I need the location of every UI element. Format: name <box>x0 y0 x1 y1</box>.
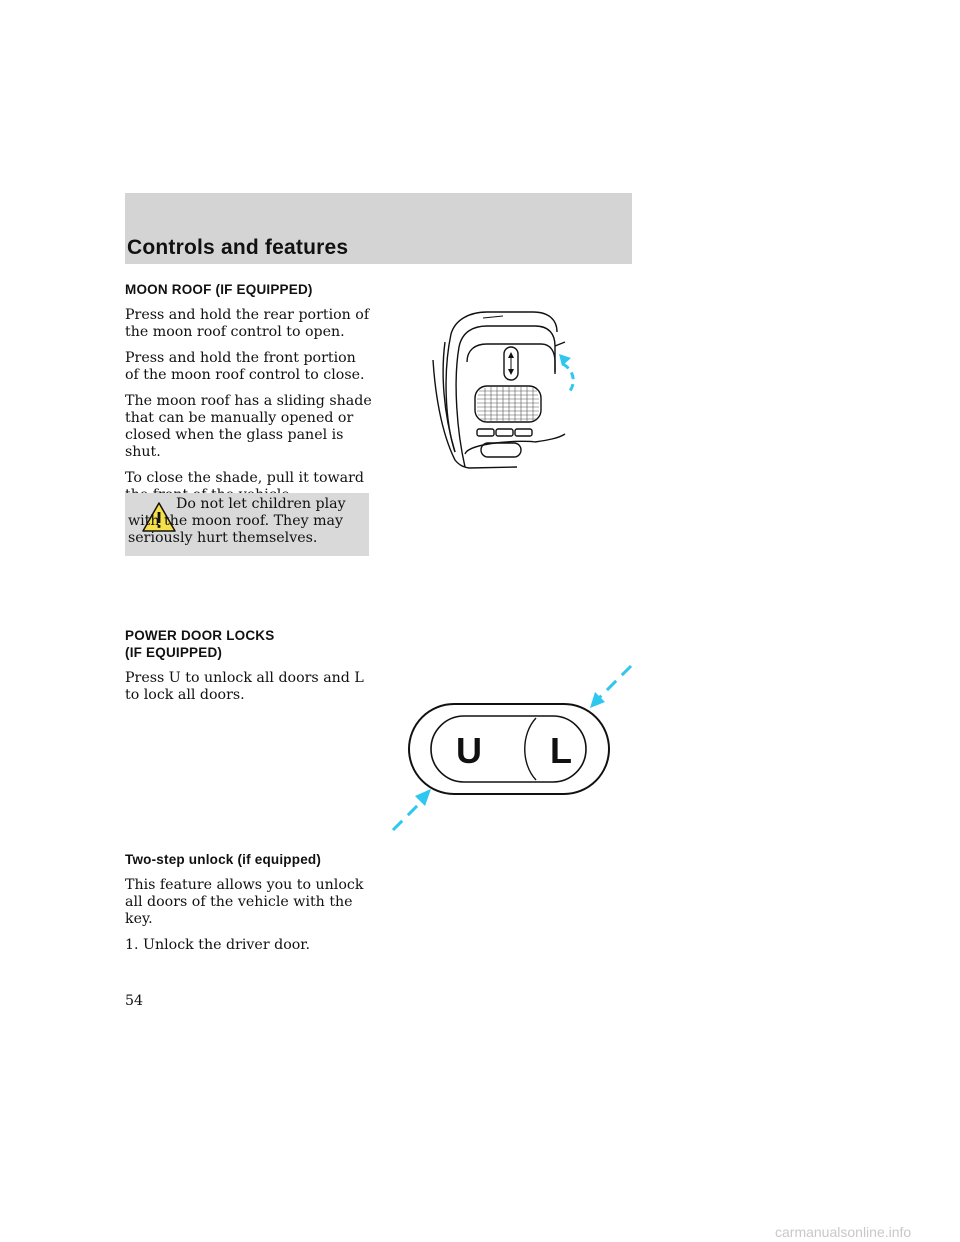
power-door-locks-section: POWER DOOR LOCKS (IF EQUIPPED) Press U t… <box>125 627 373 713</box>
moon-roof-paragraph: Press and hold the front portion of the … <box>125 350 365 383</box>
moon-roof-paragraph: The moon roof has a sliding shade that c… <box>125 393 372 460</box>
power-door-locks-text: Press U to unlock all doors and L to loc… <box>125 670 364 703</box>
two-step-unlock-paragraph: This feature allows you to unlock all do… <box>125 877 364 927</box>
moon-roof-heading: MOON ROOF (IF EQUIPPED) <box>125 282 313 297</box>
two-step-unlock-section: Two-step unlock (if equipped) This featu… <box>125 851 373 963</box>
two-step-unlock-step: 1. Unlock the driver door. <box>125 937 311 953</box>
moon-roof-section: MOON ROOF (IF EQUIPPED) Press and hold t… <box>125 281 373 513</box>
power-door-locks-heading: POWER DOOR LOCKS <box>125 628 275 643</box>
watermark: carmanualsonline.info <box>775 1224 912 1240</box>
unlock-label: U <box>456 730 482 771</box>
lock-label: L <box>550 730 572 771</box>
power-door-locks-heading-sub: (IF EQUIPPED) <box>125 645 223 660</box>
door-lock-switch-illustration: U L <box>391 664 633 832</box>
moon-roof-console-illustration <box>432 311 575 469</box>
page-number: 54 <box>125 993 144 1009</box>
warning-text: Do not let children play with the moon r… <box>128 496 346 546</box>
section-header-band: Controls and features <box>125 193 632 264</box>
two-step-unlock-heading: Two-step unlock (if equipped) <box>125 852 322 867</box>
warning-box: Do not let children play with the moon r… <box>125 493 369 556</box>
warning-triangle-icon <box>142 502 176 532</box>
moon-roof-paragraph: Press and hold the rear portion of the m… <box>125 307 370 340</box>
section-title: Controls and features <box>127 236 349 259</box>
